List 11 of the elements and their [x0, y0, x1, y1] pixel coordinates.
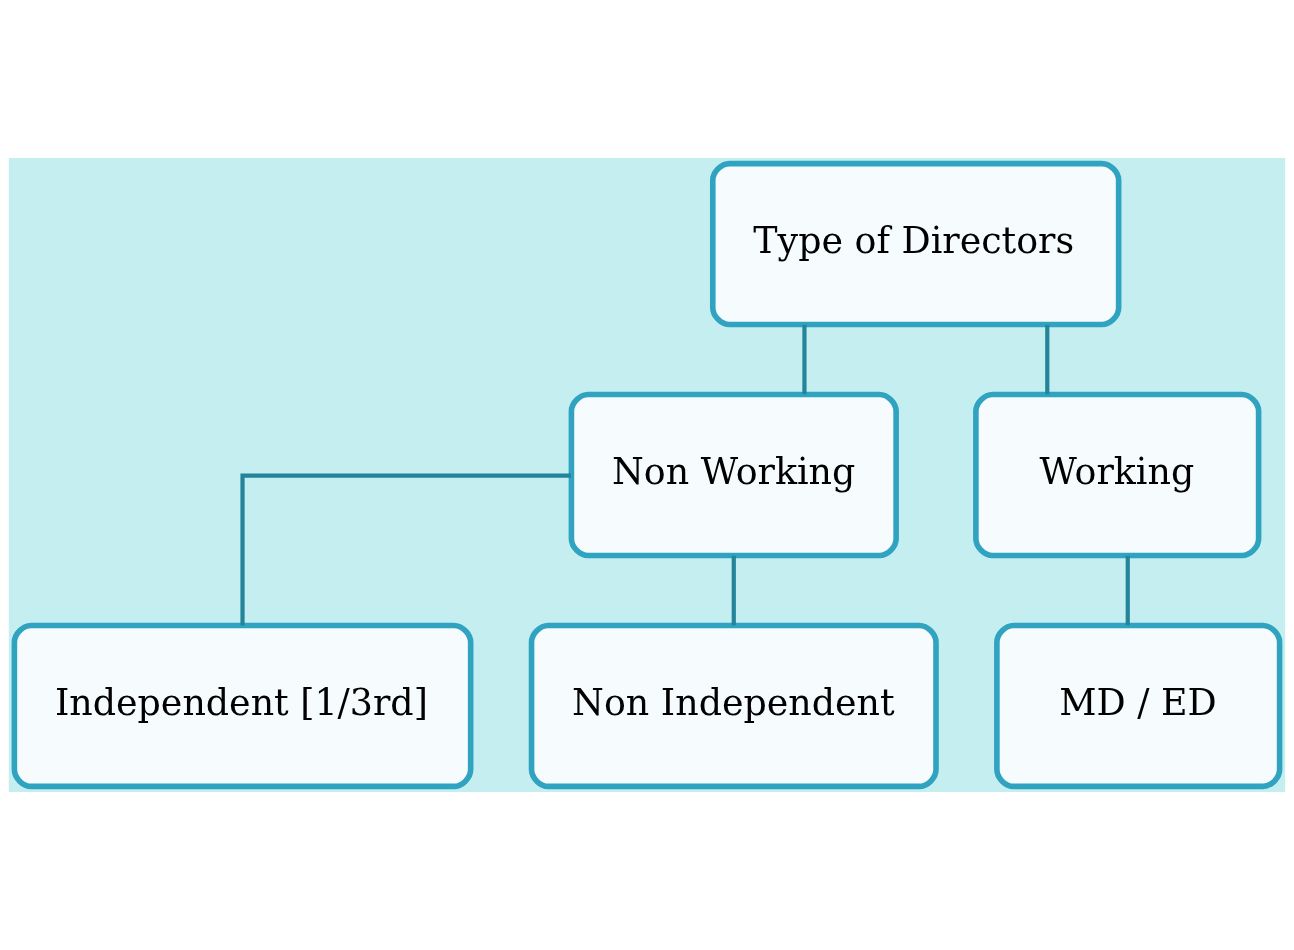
connector	[1045, 324, 1050, 395]
node-box: MD / ED	[994, 622, 1283, 790]
connector	[802, 324, 807, 395]
connector	[731, 555, 736, 626]
node-box: Non Independent	[528, 622, 939, 790]
node-box: Independent [1/3rd]	[11, 622, 474, 790]
connector	[1125, 555, 1130, 626]
node-box: Type of Directors	[710, 160, 1122, 328]
connector	[240, 473, 571, 626]
node-box: Non Working	[568, 391, 899, 559]
node-box: Working	[973, 391, 1262, 559]
